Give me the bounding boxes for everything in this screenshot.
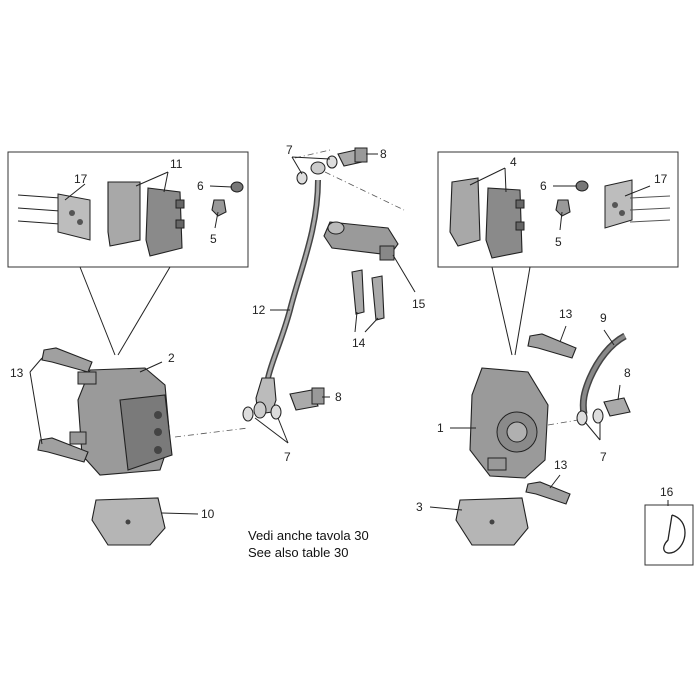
left-brake-caliper [69, 367, 173, 476]
assembly-axis-line-top [294, 149, 405, 211]
label-16: 16 [660, 485, 674, 499]
label-7-top: 7 [286, 143, 293, 157]
label-12: 12 [252, 303, 266, 317]
label-8-right: 8 [624, 366, 631, 380]
label-8-center: 8 [335, 390, 342, 404]
right-banjo-bolt-8 [603, 397, 631, 417]
note-line-english: See also table 30 [248, 545, 348, 560]
left-caliper-bolts [37, 347, 93, 463]
label-6-right: 6 [540, 179, 547, 193]
right-caliper-bolts [525, 333, 577, 505]
item-16-box [644, 504, 694, 566]
brake-hose-12 [253, 161, 326, 419]
label-14: 14 [352, 336, 366, 350]
note-line-italian: Vedi anche tavola 30 [248, 528, 369, 543]
hose-junction-15 [323, 221, 399, 261]
label-9: 9 [600, 311, 607, 325]
right-brake-hose-9 [576, 332, 627, 426]
left-bleed-screw [211, 181, 244, 217]
label-10: 10 [201, 507, 215, 521]
right-bleed-screw [555, 180, 589, 217]
leader-lines [29, 153, 669, 515]
left-brake-pads [107, 181, 185, 257]
left-pad-spring-plate [17, 193, 91, 241]
right-pad-kit-bag [455, 497, 529, 546]
label-5-left: 5 [210, 232, 217, 246]
label-7-right: 7 [600, 450, 607, 464]
junction-bolts-14 [351, 269, 385, 321]
label-3: 3 [416, 500, 423, 514]
assembly-axis-line-right [547, 419, 579, 426]
label-13-right-top: 13 [559, 307, 573, 321]
top-banjo-bolt-8 [337, 147, 368, 167]
label-6-left: 6 [197, 179, 204, 193]
label-1: 1 [437, 421, 444, 435]
label-8-top: 8 [380, 147, 387, 161]
label-2: 2 [168, 351, 175, 365]
right-pad-spring-plate [604, 179, 671, 229]
label-13-left: 13 [10, 366, 24, 380]
assembly-axis-line-left [174, 427, 249, 438]
label-15: 15 [412, 297, 426, 311]
label-13-right-bottom: 13 [554, 458, 568, 472]
label-7-center: 7 [284, 450, 291, 464]
right-brake-caliper [469, 367, 549, 479]
left-pad-kit-bag [91, 497, 166, 546]
label-11: 11 [170, 157, 183, 171]
label-17-left: 17 [74, 172, 88, 186]
label-17-right: 17 [654, 172, 668, 186]
center-banjo-bolt-8 [242, 387, 325, 422]
label-5-right: 5 [555, 235, 562, 249]
right-brake-pads [449, 177, 525, 259]
label-4: 4 [510, 155, 517, 169]
